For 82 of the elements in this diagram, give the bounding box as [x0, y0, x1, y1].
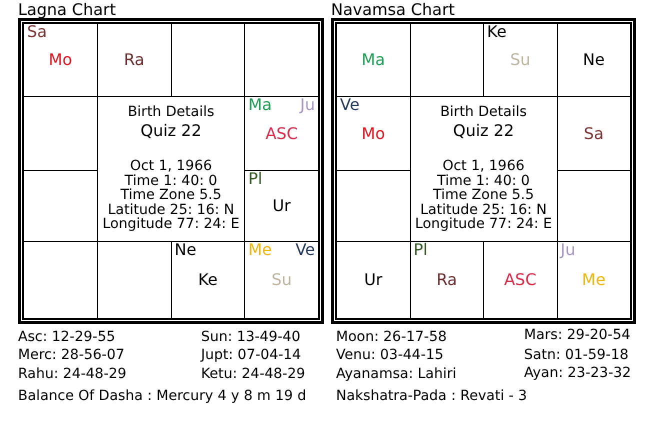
planet-label: Ra: [124, 52, 144, 68]
house-cell: [337, 242, 410, 318]
position-text: Merc: 28-56-07: [18, 346, 125, 364]
house-cell: [558, 242, 630, 318]
position-text: Mars: 29-20-54: [524, 326, 630, 344]
house-cell: [558, 171, 630, 241]
planet-label: Pl: [414, 242, 428, 258]
house-cell: [245, 97, 318, 170]
house-cell: [337, 171, 410, 241]
planet-label: Mo: [48, 52, 72, 68]
planet-label: Ve: [340, 97, 360, 113]
house-cell: [337, 24, 410, 96]
house-cell: [245, 242, 318, 318]
house-cell: [558, 97, 630, 170]
house-cell: [24, 24, 97, 96]
house-cell: [98, 242, 170, 318]
planet-label: Su: [510, 52, 530, 68]
chart-name: Quiz 22: [140, 121, 202, 140]
planet-label: Sa: [27, 24, 47, 40]
planet-label: Ra: [436, 272, 458, 288]
chart-title: Navamsa Chart: [331, 0, 455, 19]
position-text: Balance Of Dasha : Mercury 4 y 8 m 19 d: [18, 387, 306, 405]
position-text: Nakshatra-Pada : Revati - 3: [336, 387, 528, 405]
house-cell: [558, 24, 630, 96]
birth-detail-text: Oct 1, 1966: [130, 159, 212, 174]
position-text: Rahu: 24-48-29: [18, 365, 126, 383]
position-text: Ayan: 23-23-32: [524, 364, 632, 382]
planet-label: Me: [582, 272, 606, 288]
position-text: Satn: 01-59-18: [524, 346, 629, 364]
position-text: Asc: 12-29-55: [18, 328, 116, 346]
position-text: Ketu: 24-48-29: [201, 365, 306, 383]
planet-label: Ur: [272, 198, 291, 214]
chart-name: Quiz 22: [452, 121, 514, 140]
birth-detail-text: Latitude 25: 16: N: [420, 202, 547, 217]
planet-label: Ju: [300, 97, 315, 113]
planet-label: Ur: [364, 272, 382, 288]
birth-detail-text: Latitude 25: 16: N: [108, 202, 234, 217]
planet-label: Pl: [248, 171, 262, 187]
birth-detail-text: Oct 1, 1966: [442, 159, 525, 174]
planet-label: Ju: [560, 242, 576, 258]
house-cell: [245, 24, 318, 96]
house-cell: [98, 24, 170, 96]
birth-detail-text: Time Zone 5.5: [120, 188, 222, 202]
house-cell: [172, 24, 244, 96]
planet-label: Ne: [582, 52, 605, 68]
birth-detail-text: Longitude 77: 24: E: [102, 217, 240, 232]
house-cell: [337, 97, 410, 170]
house-cell: [24, 97, 97, 170]
house-cell: [245, 171, 318, 241]
birth-detail-text: Time 1: 40: 0: [437, 174, 530, 188]
planet-label: Ma: [248, 97, 272, 113]
panel-heading: Birth Details: [440, 104, 527, 121]
house-cell: [484, 24, 556, 96]
planet-label: Sa: [584, 126, 604, 142]
position-text: Jupt: 07-04-14: [201, 346, 302, 364]
planet-label: Ma: [361, 52, 386, 68]
birth-detail-text: Time 1: 40: 0: [124, 174, 218, 188]
planet-label: Me: [248, 242, 272, 258]
position-text: Ayanamsa: Lahiri: [336, 365, 456, 383]
planet-label: Ke: [487, 24, 507, 40]
position-text: Sun: 13-49-40: [201, 328, 300, 346]
planet-label: Mo: [361, 126, 386, 142]
house-cell: [24, 171, 97, 241]
birth-detail-text: Time Zone 5.5: [432, 188, 534, 202]
position-text: Venu: 03-44-15: [336, 346, 444, 364]
birth-detail-text: Longitude 77: 24: E: [415, 217, 552, 232]
planet-label: Su: [271, 272, 292, 288]
planet-label: Ne: [174, 242, 196, 258]
planet-label: Ve: [295, 242, 315, 258]
planet-label: Ke: [198, 272, 218, 288]
position-text: Moon: 26-17-58: [336, 328, 447, 346]
house-cell: [172, 242, 244, 318]
planet-label: ASC: [265, 126, 298, 142]
panel-heading: Birth Details: [128, 104, 214, 121]
birth-details-panel: [410, 97, 556, 241]
birth-details-panel: [98, 97, 244, 241]
planet-label: ASC: [504, 272, 536, 288]
chart-title: Lagna Chart: [18, 0, 116, 19]
house-cell: [410, 24, 483, 96]
house-cell: [410, 242, 483, 318]
house-cell: [484, 242, 556, 318]
house-cell: [24, 242, 97, 318]
